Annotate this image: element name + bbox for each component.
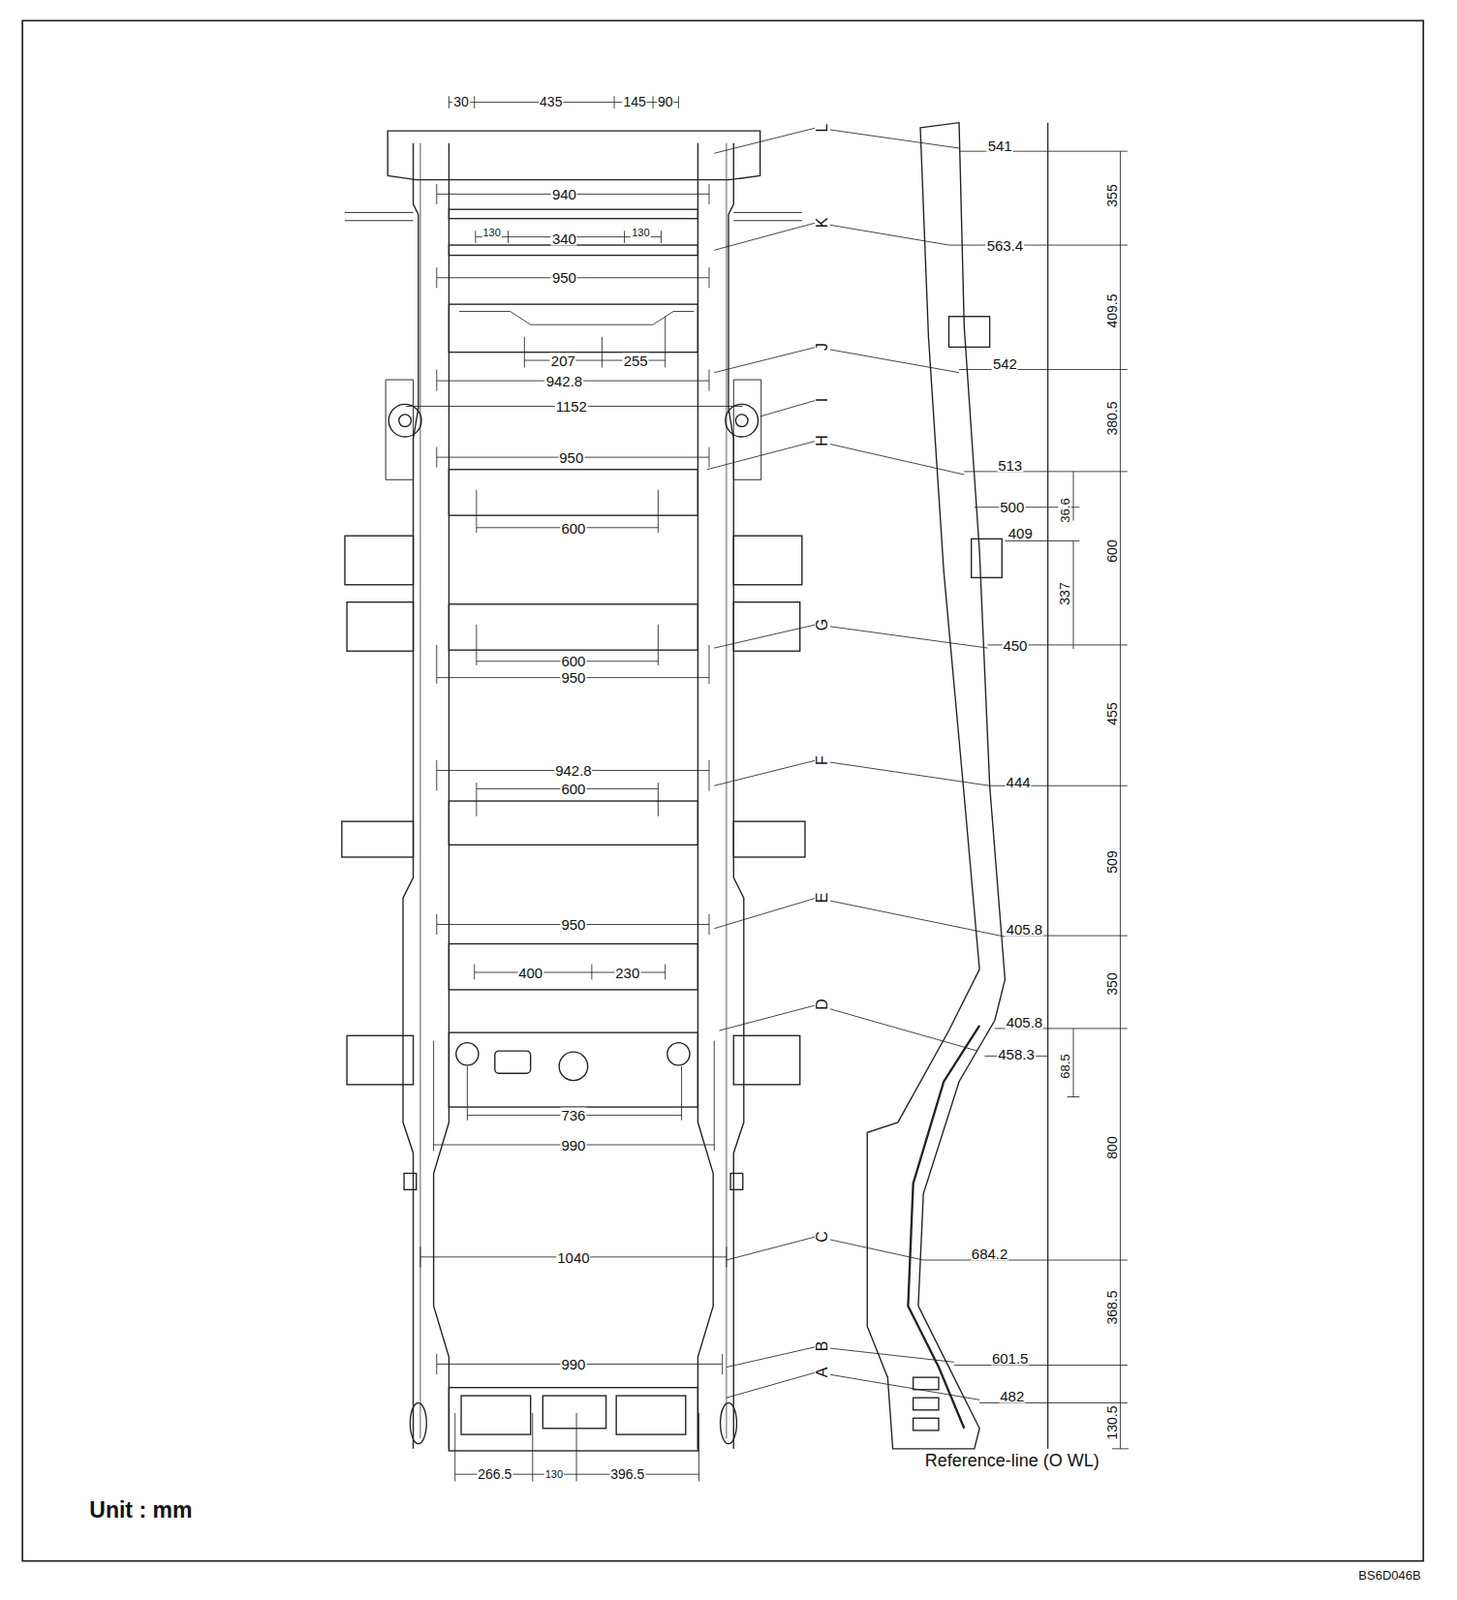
dimension-value: 455 xyxy=(1105,702,1119,727)
dimension-value: 350 xyxy=(1105,972,1119,997)
dimension-value: 601.5 xyxy=(991,1350,1030,1365)
unit-note: Unit : mm xyxy=(88,1498,193,1521)
dimension-value: 990 xyxy=(559,1137,587,1152)
section-letter: J xyxy=(814,341,831,352)
dimension-value: 266.5 xyxy=(476,1467,513,1482)
dimension-value: 130.5 xyxy=(1105,1405,1119,1442)
dimension-value: 500 xyxy=(998,499,1025,515)
dimension-value: 145 xyxy=(621,94,647,109)
dimension-value: 563.4 xyxy=(986,237,1025,252)
dimension-value: 600 xyxy=(1105,538,1119,563)
dimension-value: 541 xyxy=(987,137,1014,153)
dimension-value: 444 xyxy=(1005,774,1032,789)
dimension-value: 90 xyxy=(656,94,675,109)
dimension-value: 513 xyxy=(996,458,1023,473)
dimension-value: 405.8 xyxy=(1005,922,1045,937)
dimension-value: 600 xyxy=(559,520,587,535)
dimension-value: 1040 xyxy=(556,1249,590,1265)
dimension-value: 1152 xyxy=(555,399,589,414)
section-letter: L xyxy=(814,122,831,133)
section-letter: C xyxy=(814,1230,831,1244)
dimension-value: 368.5 xyxy=(1105,1290,1119,1327)
dimension-value: 482 xyxy=(998,1388,1025,1403)
section-letter: K xyxy=(814,216,831,229)
dimension-value: 940 xyxy=(551,186,578,202)
dimension-value: 942.8 xyxy=(554,763,593,778)
dimension-value: 130 xyxy=(630,227,651,239)
dimension-value: 409 xyxy=(1007,525,1034,540)
dimension-value: 950 xyxy=(559,917,587,932)
reference-note: Reference-line (O WL) xyxy=(924,1452,1101,1470)
dimension-value: 380.5 xyxy=(1105,400,1119,436)
section-letter: E xyxy=(814,891,831,904)
dimension-value: 950 xyxy=(558,449,585,465)
dimension-value: 396.5 xyxy=(609,1467,646,1482)
section-letter: F xyxy=(814,754,831,767)
dimension-value: 800 xyxy=(1105,1135,1119,1160)
dimension-value: 509 xyxy=(1105,849,1119,874)
dimension-value: 36.6 xyxy=(1057,496,1071,524)
dimension-value: 207 xyxy=(550,352,577,368)
section-letter: I xyxy=(814,397,831,403)
dimension-value: 542 xyxy=(992,355,1019,371)
section-letter: H xyxy=(814,434,831,448)
section-letter: G xyxy=(814,617,831,631)
figure-code: BS6D046B xyxy=(1357,1569,1422,1582)
dimension-value: 684.2 xyxy=(970,1246,1010,1262)
dimension-value: 450 xyxy=(1001,637,1028,652)
dimension-value: 950 xyxy=(559,670,587,685)
dimension-value: 400 xyxy=(517,964,544,980)
dimension-value: 736 xyxy=(559,1108,587,1123)
section-letter: B xyxy=(814,1340,831,1354)
dimension-value: 30 xyxy=(452,94,470,109)
dimension-value: 990 xyxy=(559,1357,587,1372)
dimension-value: 600 xyxy=(559,781,587,797)
dimension-value: 409.5 xyxy=(1105,293,1119,330)
dimension-value: 130 xyxy=(544,1468,564,1480)
dimension-value: 435 xyxy=(538,94,563,109)
dimension-value: 600 xyxy=(559,653,587,669)
dimension-value: 340 xyxy=(551,231,578,247)
dimension-value: 230 xyxy=(614,964,641,980)
dimension-value: 950 xyxy=(551,270,578,285)
dimension-value: 130 xyxy=(481,227,501,239)
section-letter: D xyxy=(814,998,831,1013)
dimension-value: 68.5 xyxy=(1057,1053,1071,1080)
dimension-value: 942.8 xyxy=(545,372,585,388)
dimension-value: 355 xyxy=(1105,184,1119,209)
dimension-value: 405.8 xyxy=(1005,1015,1045,1030)
dimension-value: 458.3 xyxy=(996,1046,1036,1061)
dimension-value: 255 xyxy=(622,352,650,368)
section-letter: A xyxy=(814,1365,831,1379)
dimension-value: 337 xyxy=(1057,581,1072,606)
